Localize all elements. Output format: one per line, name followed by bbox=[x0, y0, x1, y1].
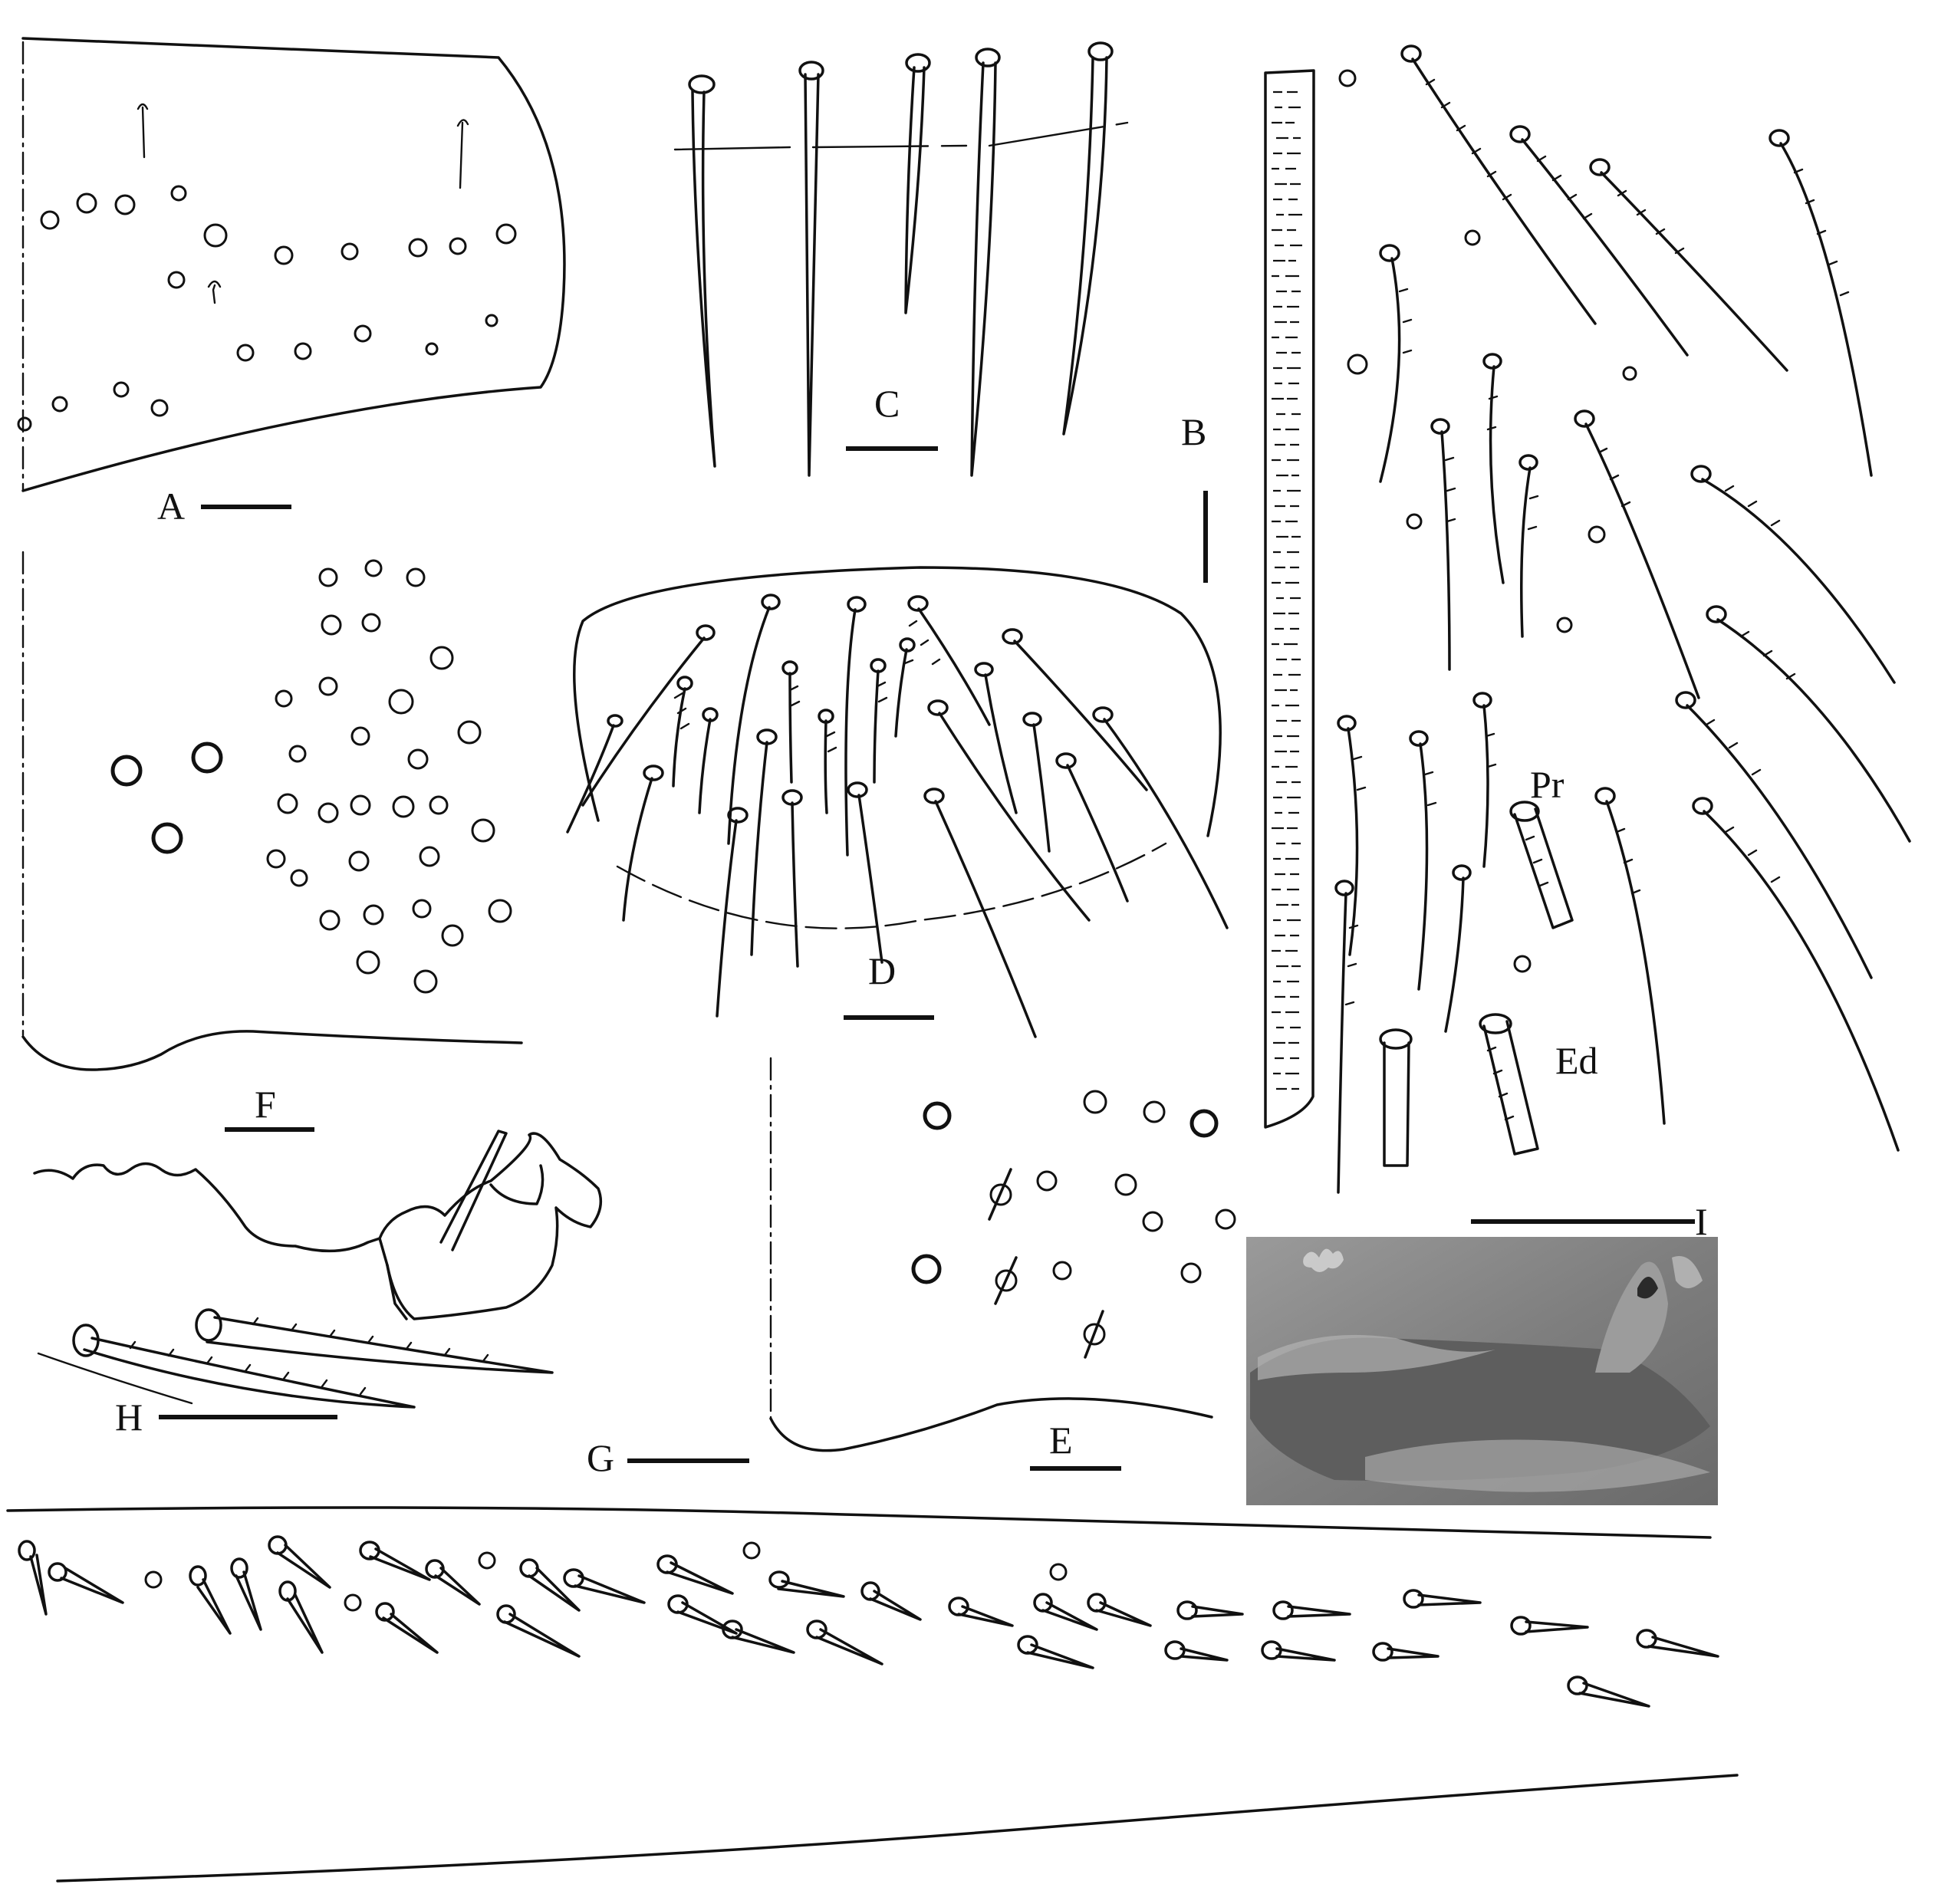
bottom-strip bbox=[6, 1506, 1739, 1883]
panel-label-b: B bbox=[1181, 410, 1206, 453]
panel-a-microsetae bbox=[137, 103, 469, 304]
panel-label-h: H bbox=[115, 1396, 143, 1439]
panel-label-e: E bbox=[1049, 1419, 1073, 1462]
panel-label-g: G bbox=[587, 1436, 614, 1479]
panel-i-pores bbox=[1338, 69, 1637, 973]
panel-i-pr-ed-setae bbox=[1379, 801, 1574, 1167]
panel-e: E bbox=[769, 1057, 1236, 1471]
bottom-strip-spines bbox=[18, 1535, 1719, 1708]
panel-label-d: D bbox=[868, 949, 896, 992]
sem-micrograph bbox=[1246, 1237, 1718, 1505]
panel-label-i: I bbox=[1695, 1200, 1708, 1243]
panel-f: F bbox=[21, 551, 523, 1132]
panel-e-pores bbox=[911, 1090, 1236, 1359]
panel-a: A bbox=[17, 37, 566, 528]
panel-d-setae bbox=[566, 594, 1229, 1038]
panel-g: G bbox=[587, 1436, 749, 1479]
panel-i-hatching bbox=[1272, 90, 1302, 1090]
annotation-ed: Ed bbox=[1555, 1039, 1598, 1082]
panel-h: H bbox=[33, 1130, 603, 1439]
panel-label-a: A bbox=[157, 485, 185, 528]
panel-f-pores bbox=[110, 559, 512, 994]
panel-label-c: C bbox=[874, 382, 900, 425]
panel-i: Pr Ed I bbox=[1264, 44, 1911, 1243]
annotation-pr: Pr bbox=[1530, 763, 1565, 806]
panel-i-setae bbox=[1334, 44, 1911, 1194]
panel-c: C bbox=[673, 41, 1129, 477]
panel-label-f: F bbox=[255, 1083, 276, 1126]
panel-b: B bbox=[1181, 410, 1208, 583]
panel-a-pores bbox=[17, 185, 517, 432]
panel-d: D bbox=[566, 566, 1229, 1038]
panel-c-setae bbox=[688, 41, 1114, 477]
